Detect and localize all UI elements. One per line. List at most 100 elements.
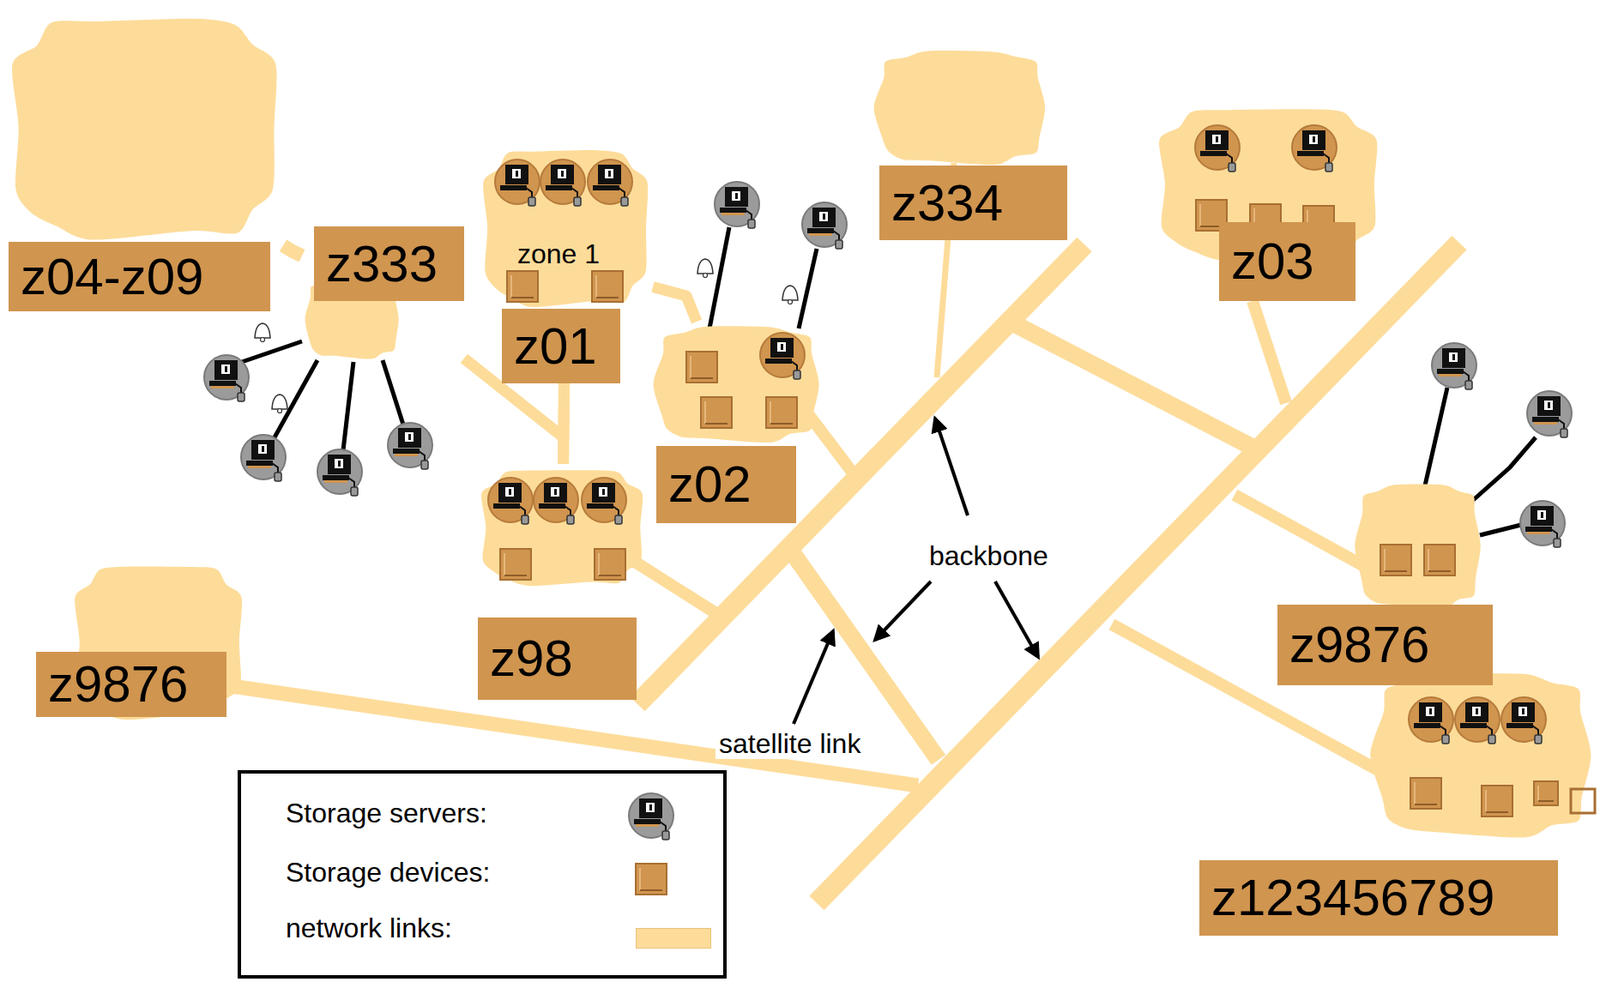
zone-outline <box>481 470 643 586</box>
zone-region: z123456789 <box>1199 668 1597 936</box>
zone-label: z02 <box>668 458 752 511</box>
zone-region: z334 <box>870 46 1068 241</box>
backbone-line <box>1014 324 1256 449</box>
zone-link <box>1252 301 1287 404</box>
zone-label-box: z9876 <box>36 652 227 718</box>
storage-server-icon <box>488 477 533 525</box>
zone-label: z01 <box>513 320 598 373</box>
wire <box>241 341 302 363</box>
zone-outline <box>483 150 648 308</box>
storage-device-icon <box>1410 778 1442 810</box>
zone-label: z9876 <box>1289 619 1430 671</box>
network-link <box>283 245 302 256</box>
storage-server-icon <box>587 159 633 206</box>
alarm-bell <box>271 394 288 414</box>
zone-link <box>1234 495 1365 567</box>
alarm-bell <box>254 323 271 343</box>
zone-label: z9876 <box>48 658 188 711</box>
storage-server-icon <box>1455 697 1500 744</box>
zone-blob <box>1352 479 1486 613</box>
legend-text: Storage servers: <box>285 798 488 829</box>
zone-link <box>806 411 852 472</box>
wire <box>1479 525 1522 536</box>
alarm-bell <box>697 259 713 278</box>
wire <box>274 360 318 438</box>
storage-device-icon <box>500 549 532 580</box>
zone-region: z04-z09 <box>5 10 284 312</box>
storage-server-icon <box>241 434 286 482</box>
storage-server-icon <box>581 477 627 525</box>
network-link <box>562 383 564 465</box>
zone-label: z333 <box>326 238 438 290</box>
zone-label-box: z334 <box>879 165 1068 241</box>
storage-server-icon <box>540 159 586 206</box>
leader-arrow <box>995 581 1039 658</box>
storage-device-icon <box>1570 789 1595 814</box>
legend-box: Storage servers: Storage devices: network … <box>237 770 727 979</box>
zone-label-box: z98 <box>477 617 637 701</box>
zone-blob <box>1367 668 1597 842</box>
wire <box>343 362 354 451</box>
storage-device-icon <box>1481 785 1513 817</box>
zone-region: z9876 <box>1277 479 1493 686</box>
storage-server-icon <box>495 159 540 206</box>
zone-region: z333 <box>301 226 465 363</box>
zone-label-box: z01 <box>501 308 621 384</box>
zone-blob <box>870 46 1051 169</box>
zone-label: z03 <box>1231 235 1315 288</box>
zone-label: z04-z09 <box>20 251 204 303</box>
zone-region: zone 1 z01 <box>477 143 653 384</box>
zone-label: z123456789 <box>1211 872 1495 924</box>
zone-blob <box>476 464 648 591</box>
leader-arrow <box>875 581 931 640</box>
zone-blob <box>477 143 653 312</box>
storage-device-icon <box>700 397 732 429</box>
storage-device-icon <box>507 271 538 302</box>
storage-server-icon <box>1195 125 1240 172</box>
zone-label-box: z123456789 <box>1199 860 1558 936</box>
wire <box>1471 437 1536 502</box>
storage-server-icon <box>1431 343 1477 390</box>
legend-text: Storage devices: <box>285 857 490 888</box>
storage-device-icon <box>635 863 667 895</box>
storage-device-icon <box>766 397 797 429</box>
storage-device-icon <box>1249 204 1281 236</box>
storage-server-icon <box>802 202 847 249</box>
zone-name: zone 1 <box>517 239 600 270</box>
zone-link <box>634 561 715 613</box>
callout-label: satellite link <box>715 729 864 760</box>
zone-label: z98 <box>489 633 574 685</box>
leader-arrow <box>793 631 834 725</box>
storage-device-icon <box>1424 544 1456 576</box>
wire <box>382 360 404 425</box>
storage-device-icon <box>686 351 718 383</box>
storage-device-icon <box>594 549 626 580</box>
zone-region: z02 <box>650 321 825 524</box>
storage-server-icon <box>317 449 363 496</box>
zone-outline <box>653 326 820 443</box>
zone-region: z98 <box>476 464 648 701</box>
leader-arrow <box>935 418 968 516</box>
storage-server-icon <box>387 422 433 470</box>
zone-blob <box>650 321 825 447</box>
wire <box>798 248 817 329</box>
storage-device-icon <box>1533 781 1558 806</box>
zone-region: z9876 <box>36 559 248 725</box>
zone-label-box: z9876 <box>1277 604 1493 686</box>
storage-server-icon <box>760 332 805 380</box>
zone-label-box: z03 <box>1219 222 1356 302</box>
storage-device-icon <box>1303 205 1335 237</box>
storage-device-icon <box>1380 544 1412 576</box>
network-link <box>652 286 697 322</box>
storage-server-icon <box>533 477 579 525</box>
storage-device-icon <box>1195 199 1227 231</box>
zone-label: z334 <box>891 177 1003 230</box>
storage-device-icon <box>591 271 623 302</box>
legend-text: network links: <box>285 913 453 944</box>
zone-outline <box>1370 673 1591 838</box>
storage-server-icon <box>1501 697 1546 744</box>
zone-label-box: z02 <box>656 446 797 524</box>
storage-server-icon <box>714 181 760 229</box>
storage-server-icon <box>204 355 249 402</box>
